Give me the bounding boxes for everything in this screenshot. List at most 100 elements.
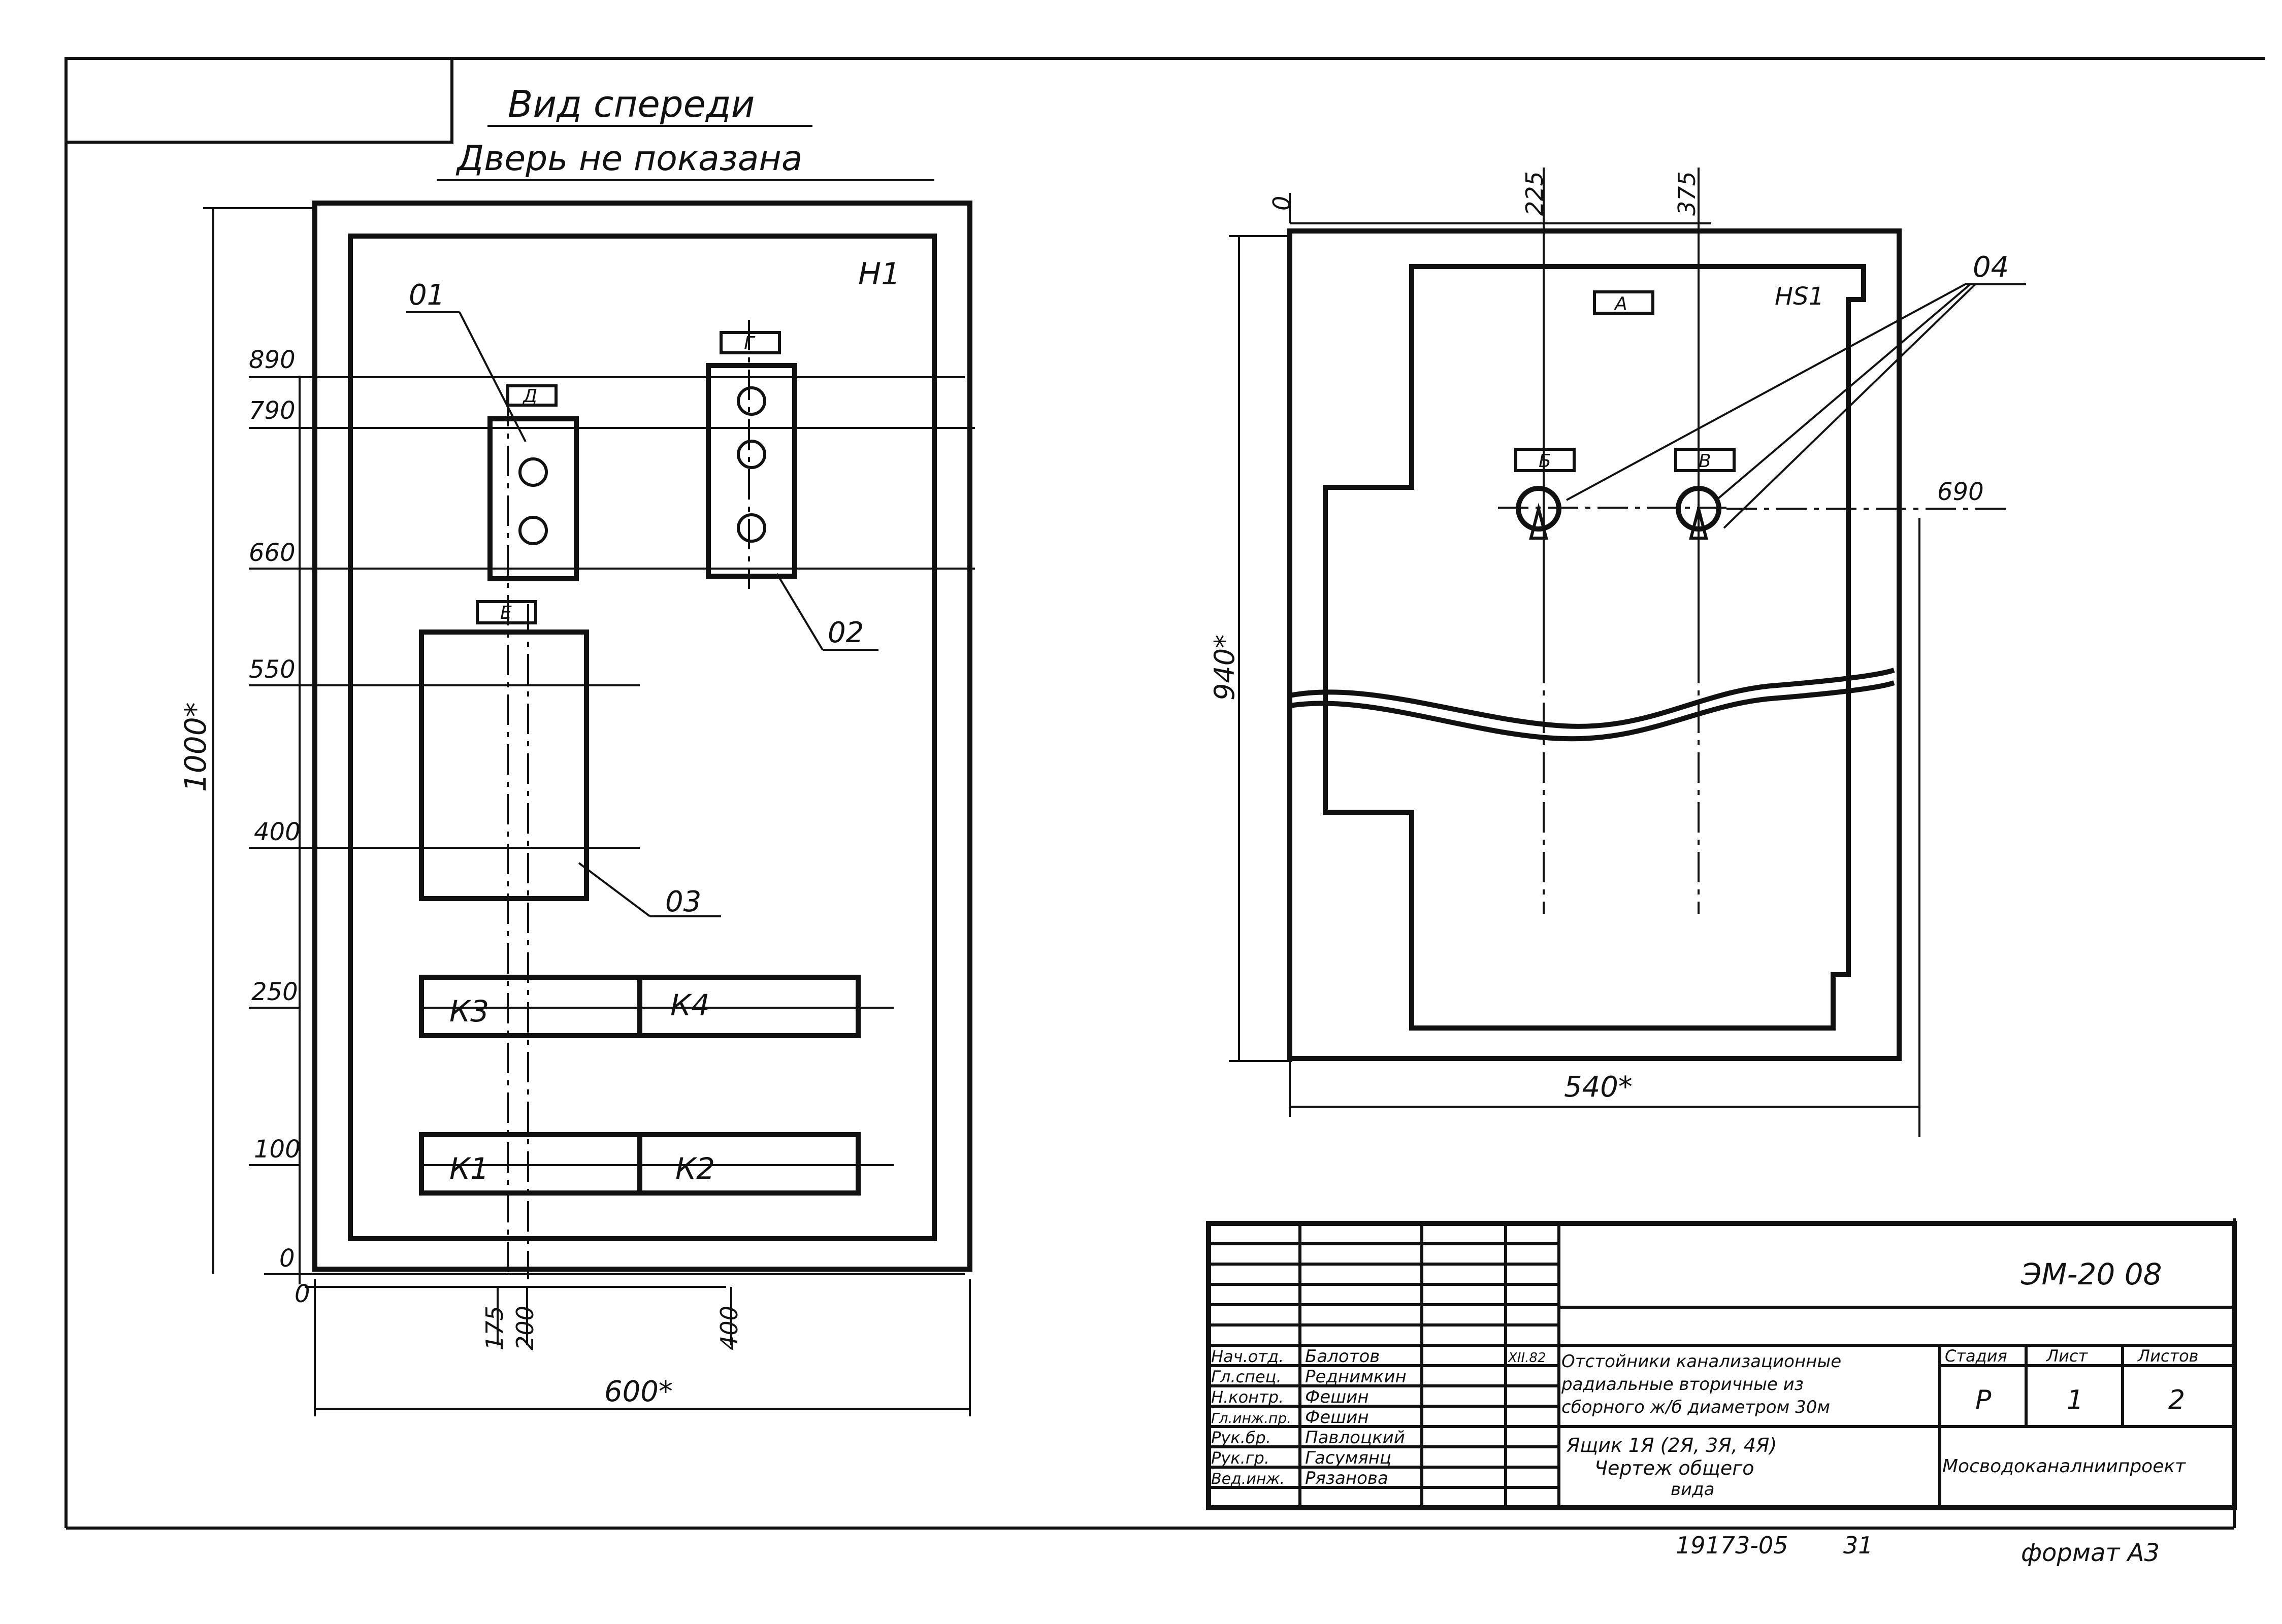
side-panel-label: НS1	[1775, 282, 1824, 311]
device-03	[419, 629, 589, 901]
terminal-row-lower: К1 К2	[419, 1132, 894, 1196]
tag-g	[720, 331, 781, 354]
dim-x200: 200	[511, 1306, 539, 1350]
row-name: Балотов	[1305, 1346, 1380, 1367]
stage-value: Р	[1975, 1385, 1992, 1415]
terminal-k4: К4	[670, 988, 710, 1022]
side-dim-690: 690	[1937, 478, 1984, 506]
row-role: Вед.инж.	[1211, 1470, 1285, 1488]
project-line: радиальные вторичные из	[1561, 1374, 1804, 1395]
dim-890: 890	[249, 346, 296, 374]
side-callout-04: 04	[1973, 251, 2009, 284]
y-scale-ticks: 890 790 660 550 400 250 100 0	[249, 346, 975, 1275]
side-tag-a	[1593, 290, 1654, 315]
drawing-line: вида	[1671, 1479, 1714, 1500]
inventory-number-2: 31	[1843, 1532, 1873, 1559]
drawing-code: ЭМ-20 08	[2020, 1257, 2162, 1291]
side-dim-width: 540*	[1564, 1071, 1633, 1104]
mounting-panel	[348, 234, 937, 1241]
side-tag-a-label: А	[1614, 293, 1627, 314]
terminal-row-upper: К3 К4	[419, 975, 894, 1038]
project-line: сборного ж/б диаметром 30м	[1561, 1397, 1830, 1417]
sheet-frame	[64, 57, 2265, 1530]
side-tag-v-label: В	[1699, 451, 1711, 472]
side-tag-b	[1514, 448, 1576, 472]
signature-rows: Нач.отд. Балотов Гл.спец. Реднимкин Н.ко…	[1211, 1346, 1546, 1488]
front-view-title: Вид спереди	[508, 83, 755, 125]
front-view-subtitle: Дверь не показана	[455, 139, 803, 179]
row-name: Рязанова	[1305, 1468, 1388, 1488]
indicator-arrow-icon	[1529, 503, 1548, 540]
row-name: Павлоцкий	[1305, 1428, 1405, 1448]
cabinet-outline	[312, 201, 972, 1272]
row-name: Реднимкин	[1305, 1367, 1407, 1387]
dim-100: 100	[254, 1135, 301, 1164]
stage-header: Стадия	[1945, 1346, 2007, 1366]
corner-stamp-box	[64, 57, 453, 144]
dim-y0: 0	[279, 1244, 295, 1273]
row-role: Рук.гр.	[1211, 1448, 1269, 1468]
paper-format: формат А3	[2021, 1539, 2160, 1567]
side-dim-x375: 375	[1673, 171, 1701, 216]
device-01	[487, 416, 579, 581]
dim-x400: 400	[715, 1306, 743, 1350]
side-indicator-b	[1516, 486, 1561, 532]
row-role: Нач.отд.	[1211, 1347, 1284, 1366]
tag-e-label: Е	[500, 603, 512, 623]
dim-400: 400	[254, 818, 301, 846]
dim-width: 600*	[604, 1375, 673, 1408]
row-date: XII.82	[1507, 1350, 1546, 1366]
side-view: НS1 0 225 375 А Б В 04 690	[1209, 168, 2026, 1137]
project-title: Отстойники канализационные радиальные вт…	[1561, 1351, 1841, 1417]
row-role: Н.контр.	[1211, 1387, 1284, 1407]
sheets-header: Листов	[2137, 1346, 2199, 1366]
side-tag-v	[1674, 448, 1736, 472]
break-line	[1289, 668, 1895, 742]
side-dim-x225: 225	[1521, 171, 1548, 216]
indicator-lamp	[737, 440, 766, 469]
side-panel-outline	[1323, 264, 1866, 1031]
dim-250: 250	[251, 978, 298, 1006]
side-tag-b-label: Б	[1539, 451, 1551, 472]
indicator-arrow-icon	[1689, 503, 1708, 540]
tag-d	[506, 384, 558, 407]
dim-790: 790	[249, 396, 296, 425]
row-role: Гл.инж.пр.	[1211, 1410, 1291, 1427]
device-02	[706, 363, 797, 579]
dim-x0: 0	[295, 1280, 310, 1308]
indicator-lamp	[737, 513, 766, 543]
row-role: Рук.бр.	[1211, 1428, 1271, 1447]
callout-03: 03	[665, 885, 701, 918]
dim-660: 660	[249, 539, 296, 567]
side-dim-height: 940*	[1209, 635, 1241, 701]
dim-550: 550	[249, 655, 296, 684]
tag-e	[476, 600, 537, 624]
sheets-value: 2	[2168, 1385, 2185, 1415]
indicator-lamp	[518, 516, 548, 545]
row-name: Фешин	[1305, 1387, 1369, 1407]
inventory-number: 19173-05	[1676, 1532, 1788, 1559]
sheet-value: 1	[2067, 1385, 2083, 1415]
indicator-lamp	[737, 386, 766, 416]
terminal-k1: К1	[449, 1151, 489, 1186]
callout-01: 01	[409, 279, 445, 312]
title-block: ЭМ-20 08 Нач.отд. Балотов Гл.спец. Редни…	[1206, 1221, 2237, 1510]
dim-x175: 175	[481, 1306, 508, 1350]
dim-height: 1000*	[178, 702, 213, 792]
project-line: Отстойники канализационные	[1561, 1351, 1841, 1372]
side-dim-x0: 0	[1268, 196, 1295, 211]
sheet-header: Лист	[2046, 1346, 2088, 1366]
terminal-k2: К2	[675, 1151, 715, 1186]
drawing-line: Чертеж общего	[1594, 1457, 1754, 1479]
terminal-k3: К3	[449, 994, 489, 1029]
callout-02: 02	[828, 616, 864, 649]
row-name: Фешин	[1305, 1407, 1369, 1428]
side-cabinet-outline	[1287, 228, 1902, 1061]
drawing-line: Ящик 1Я (2Я, 3Я, 4Я)	[1566, 1434, 1777, 1456]
organization: Мосводоканалниипроект	[1942, 1456, 2186, 1477]
row-name: Гасумянц	[1305, 1448, 1391, 1468]
drawing-title: Ящик 1Я (2Я, 3Я, 4Я) Чертеж общего вида	[1566, 1434, 1777, 1500]
side-indicator-v	[1676, 486, 1721, 532]
row-role: Гл.спец.	[1211, 1367, 1282, 1386]
